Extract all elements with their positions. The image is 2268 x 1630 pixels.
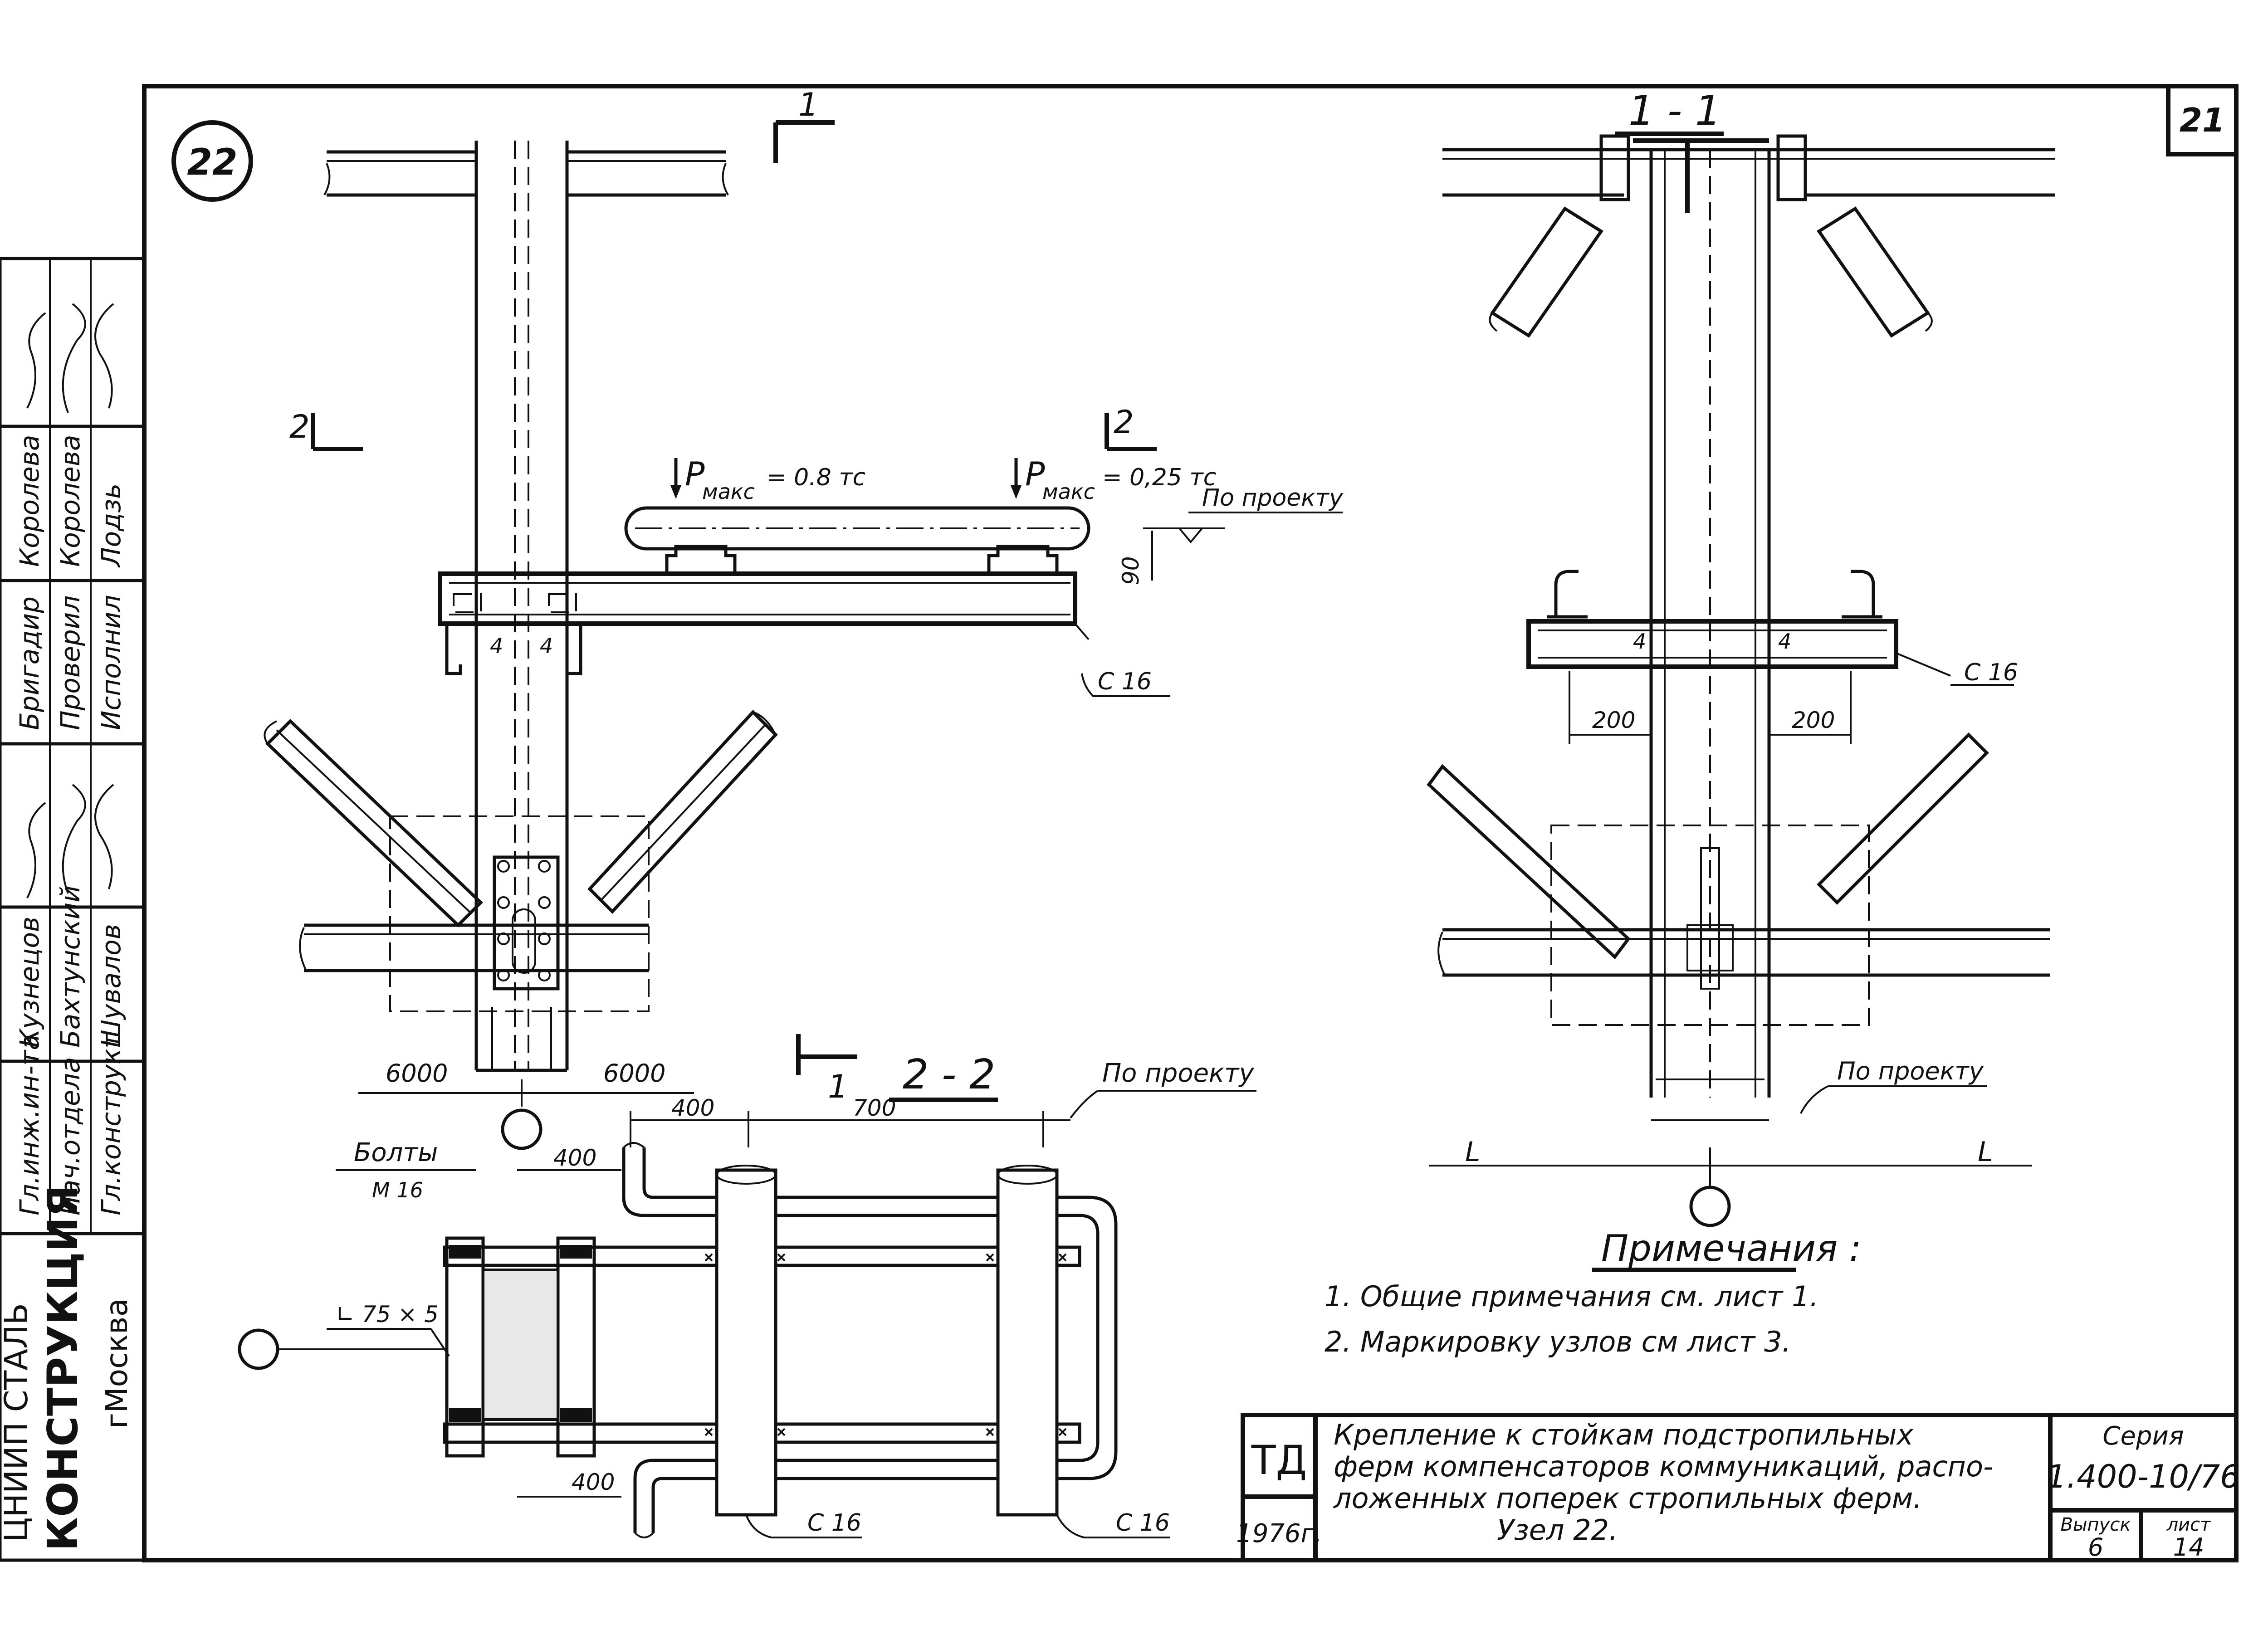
stamp-role-3: Гл.конструкт [96,1032,127,1215]
channel-label-1-1: С 16 [1964,659,2018,686]
stamp-name-2: Бахтунский [55,885,86,1048]
load-right-sub: макс [1042,479,1095,504]
load-right-p: P [1025,455,1045,493]
load-left-p: P [685,455,705,493]
corner-sheet-box: 21 [2166,84,2239,156]
issue-label: Выпуск [2061,1514,2131,1535]
per-project-label-2-2: По проекту [1102,1059,1254,1088]
side-stamp: Гл.инж.ин-та Нач.отдела Гл.конструкт Куз… [0,257,146,1562]
axis-label-left: L [1465,1136,1480,1168]
dim-400-bottom: 400 [572,1469,615,1495]
signature-strokes-1 [26,784,114,898]
dim-90: 90 [1118,556,1144,585]
section-mark-2-left: 2 [289,408,310,445]
title-code: ТД [1251,1437,1307,1484]
load-left-sub: макс [702,479,755,504]
stamp-name-1: Кузнецов [14,917,45,1048]
section-mark-1-bottom: 1 [828,1068,848,1105]
note-item-1: 1. Общие примечания см. лист 1. [1325,1280,1818,1313]
weld-1-1-a: 4 [1633,629,1646,654]
dim-700: 700 [853,1095,896,1121]
node-number: 22 [187,141,237,183]
corner-sheet-number: 21 [2180,101,2225,139]
dim-200-right: 200 [1792,707,1835,733]
load-left-value: = 0.8 тс [767,464,865,491]
per-project-label-elevation: По проекту [1202,484,1344,512]
node-number-badge: 22 [171,120,253,202]
channel-label-2-2-right: С 16 [1116,1509,1170,1537]
series-value: 1.400-10/76 [2046,1458,2240,1495]
channel-label-elevation: С 16 [1098,668,1152,695]
dim-6000-right: 6000 [603,1059,665,1088]
per-project-label-1-1: По проекту [1837,1057,1984,1085]
axis-bubble-elevation [501,1108,543,1150]
section-mark-2-right: 2 [1114,404,1134,441]
section-2-2-view: 2 - 2 По проекту 400 700 400 Болты М 16 [238,1051,1256,1538]
signature-strokes-2 [26,303,114,413]
section-1-1-view: 1 - 1 4 4 С 16 [1427,87,2055,1227]
axis-bubble-2-2 [238,1328,279,1370]
dim-6000-left: 6000 [386,1059,448,1088]
dim-400-mid: 400 [553,1145,596,1171]
title-line-3: ложенных поперек стропильных ферм. [1333,1482,1922,1515]
weld-4a: 4 [490,634,503,658]
dim-400-top: 400 [671,1095,714,1121]
stamp-name-6: Лодзь [96,483,127,568]
stamp-name-4: Королева [14,435,45,567]
stamp-name-3: Шувалов [96,924,127,1048]
notes-title: Примечания : [1601,1227,1862,1269]
section-1-1-title: 1 - 1 [1628,87,1721,135]
stamp-org-city: гМосква [99,1298,134,1429]
elevation-view: 1 1 2 2 P макс = 0.8 тс P макс = 0,25 тс… [264,86,1344,1150]
title-block: ТД 1976г. Крепление к стойкам подстропил… [1236,1413,2240,1562]
issue-value: 6 [2088,1533,2103,1562]
stamp-org-line1: ЦНИИП СТАЛЬ [0,1303,35,1542]
bolts-size: М 16 [372,1178,423,1202]
sheet-value: 14 [2173,1533,2204,1562]
title-line-2: ферм компенсаторов коммуникаций, распо- [1334,1450,1993,1483]
stamp-role-1: Гл.инж.ин-та [14,1034,45,1215]
axis-bubble-1-1 [1689,1186,1731,1227]
title-line-1: Крепление к стойкам подстропильных [1334,1418,1914,1451]
stamp-org-line2: КОНСТРУКЦИЯ [39,1185,87,1551]
dim-200-left: 200 [1592,707,1635,733]
notes-block: Примечания : 1. Общие примечания см. лис… [1325,1227,1862,1358]
stamp-role-6: Исполнил [96,595,127,730]
title-line-4: Узел 22. [1497,1513,1618,1547]
stamp-role-2: Нач.отдела [55,1057,86,1215]
channel-label-2-2-left: С 16 [807,1509,861,1537]
title-year: 1976г. [1236,1519,1322,1548]
stamp-role-5: Проверил [55,595,86,730]
weld-4b: 4 [540,634,553,658]
note-item-2: 2. Маркировку узлов см лист 3. [1325,1325,1791,1358]
section-2-2-title: 2 - 2 [903,1051,995,1098]
sheet-label: лист [2166,1514,2212,1535]
load-right-value: = 0,25 тс [1102,464,1216,491]
stamp-role-4: Бригадир [14,596,45,730]
series-label: Серия [2102,1421,2184,1451]
stamp-name-5: Королева [55,435,86,567]
angle-label: ∟ 75 × 5 [336,1301,439,1327]
section-mark-1-top: 1 [798,86,819,123]
weld-1-1-b: 4 [1778,629,1791,654]
bolts-label: Болты [354,1138,438,1167]
axis-label-right: L [1978,1136,1993,1168]
